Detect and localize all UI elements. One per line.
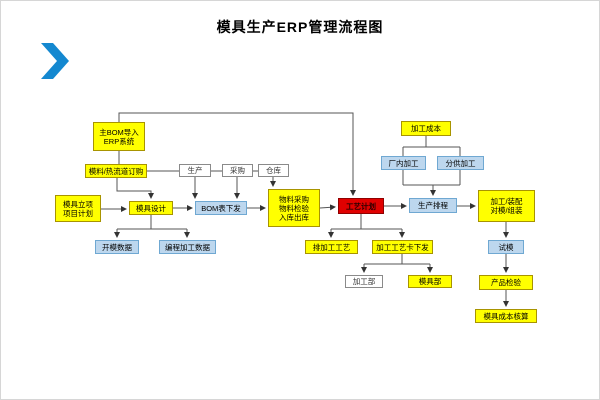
node-bom-release: BOM表下发	[195, 201, 247, 215]
node-mold-dept: 模具部	[408, 275, 452, 288]
node-process-plan: 工艺计划	[338, 198, 384, 214]
node-mold-design: 模具设计	[129, 201, 173, 215]
node-mold-data: 开模数据	[95, 240, 139, 254]
node-production-schedule: 生产排程	[409, 198, 457, 213]
node-internal-processing: 厂内加工	[381, 156, 426, 170]
page-title: 模具生产ERP管理流程图	[216, 19, 384, 35]
node-process-card: 加工工艺卡下发	[372, 240, 433, 254]
chevron-icon	[41, 43, 69, 79]
node-product-inspection: 产品检验	[479, 275, 533, 290]
node-production: 生产	[179, 164, 211, 177]
node-processing-cost: 加工成本	[401, 121, 451, 136]
node-project-plan: 模具立项 项目计划	[55, 195, 101, 222]
node-cost-accounting: 模具成本核算	[475, 309, 537, 323]
node-bom-import: 主BOM导入 ERP系统	[93, 122, 145, 151]
node-mold-trial: 试模	[488, 240, 524, 254]
node-process-arrange: 排加工工艺	[305, 240, 358, 254]
node-external-processing: 分供加工	[437, 156, 484, 170]
node-material-order: 模料/热流道订购	[85, 164, 147, 178]
node-purchase: 采购	[222, 164, 253, 177]
node-machining-data: 编程加工数据	[159, 240, 216, 254]
node-material-purchase: 物料采购 物料检验 入库出库	[268, 189, 320, 227]
node-warehouse: 仓库	[258, 164, 289, 177]
node-processing-dept: 加工部	[345, 275, 383, 288]
node-machining-assembly: 加工/装配 对模/组装	[478, 190, 535, 222]
